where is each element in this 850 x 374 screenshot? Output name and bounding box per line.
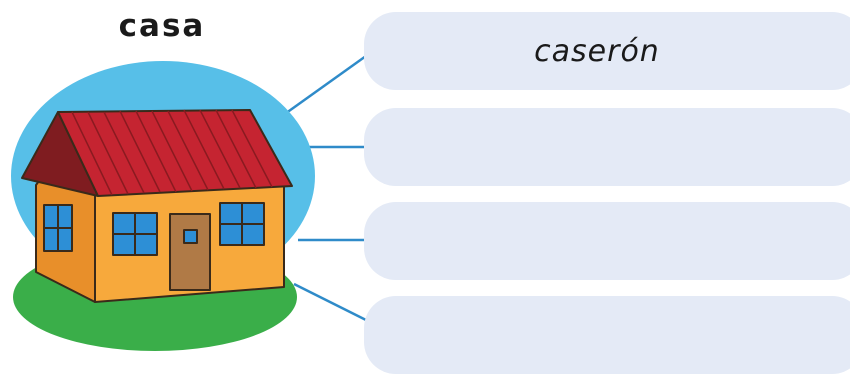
house (22, 110, 292, 302)
connector-line-1 (282, 56, 366, 116)
answer-box-1[interactable]: caserón (364, 12, 850, 90)
door-window (184, 230, 197, 243)
answer-box-2[interactable] (364, 108, 850, 186)
answer-text-1: caserón (534, 34, 660, 69)
answer-box-4[interactable] (364, 296, 850, 374)
answer-box-3[interactable] (364, 202, 850, 280)
connector-line-4 (294, 284, 366, 320)
front-door (170, 214, 210, 290)
